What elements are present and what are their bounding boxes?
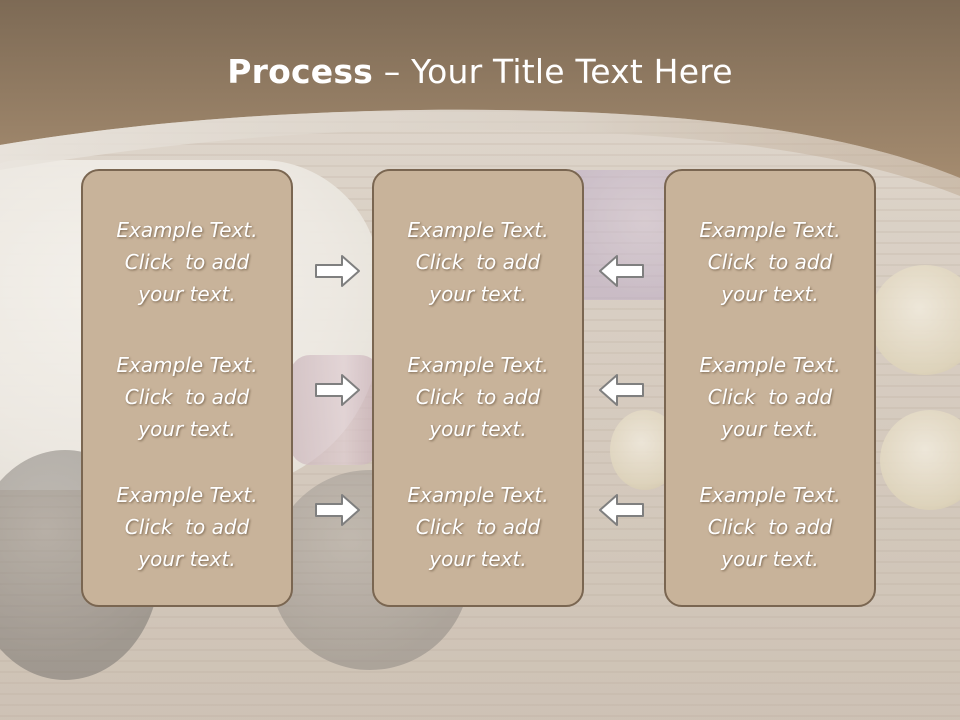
text-placeholder[interactable]: Example Text. Click to add your text. <box>374 479 582 575</box>
text-line: your text. <box>138 547 236 571</box>
arrow-right-icon <box>315 494 360 526</box>
text-placeholder[interactable]: Example Text. Click to add your text. <box>83 479 291 575</box>
text-placeholder[interactable]: Example Text. Click to add your text. <box>666 479 874 575</box>
text-placeholder[interactable]: Example Text. Click to add your text. <box>666 214 874 310</box>
text-line: Click to add <box>415 385 541 409</box>
rattan-ball-image <box>880 410 960 510</box>
text-line: your text. <box>429 547 527 571</box>
rattan-ball-image <box>870 265 960 375</box>
text-placeholder[interactable]: Example Text. Click to add your text. <box>666 349 874 445</box>
title-rest: – Your Title Text Here <box>373 52 733 91</box>
text-placeholder[interactable]: Example Text. Click to add your text. <box>374 349 582 445</box>
process-box-right[interactable]: Example Text. Click to add your text. Ex… <box>664 169 876 607</box>
text-line: Click to add <box>707 515 833 539</box>
text-line: Example Text. <box>407 353 549 377</box>
arrow-left-icon <box>599 255 644 287</box>
text-line: your text. <box>138 282 236 306</box>
text-line: Example Text. <box>699 353 841 377</box>
text-placeholder[interactable]: Example Text. Click to add your text. <box>83 214 291 310</box>
header-band <box>0 0 960 196</box>
text-line: Example Text. <box>699 218 841 242</box>
text-line: Click to add <box>415 515 541 539</box>
text-line: Click to add <box>124 385 250 409</box>
text-line: Example Text. <box>116 218 258 242</box>
arrow-left-icon <box>599 494 644 526</box>
arrow-right-icon <box>315 374 360 406</box>
text-line: Example Text. <box>116 483 258 507</box>
text-line: your text. <box>721 417 819 441</box>
candle-image <box>290 355 380 465</box>
process-box-left[interactable]: Example Text. Click to add your text. Ex… <box>81 169 293 607</box>
text-line: Click to add <box>415 250 541 274</box>
text-line: your text. <box>429 282 527 306</box>
text-line: your text. <box>721 282 819 306</box>
arrow-left-icon <box>599 374 644 406</box>
text-line: Click to add <box>124 515 250 539</box>
text-line: Click to add <box>124 250 250 274</box>
text-line: Example Text. <box>407 483 549 507</box>
text-line: Example Text. <box>116 353 258 377</box>
text-line: Click to add <box>707 250 833 274</box>
text-line: Click to add <box>707 385 833 409</box>
text-line: Example Text. <box>699 483 841 507</box>
text-placeholder[interactable]: Example Text. Click to add your text. <box>374 214 582 310</box>
text-placeholder[interactable]: Example Text. Click to add your text. <box>83 349 291 445</box>
title-bold: Process <box>227 52 374 91</box>
process-box-middle[interactable]: Example Text. Click to add your text. Ex… <box>372 169 584 607</box>
arrow-right-icon <box>315 255 360 287</box>
text-line: your text. <box>721 547 819 571</box>
text-line: Example Text. <box>407 218 549 242</box>
text-line: your text. <box>429 417 527 441</box>
text-line: your text. <box>138 417 236 441</box>
slide-title[interactable]: Process – Your Title Text Here <box>0 52 960 91</box>
